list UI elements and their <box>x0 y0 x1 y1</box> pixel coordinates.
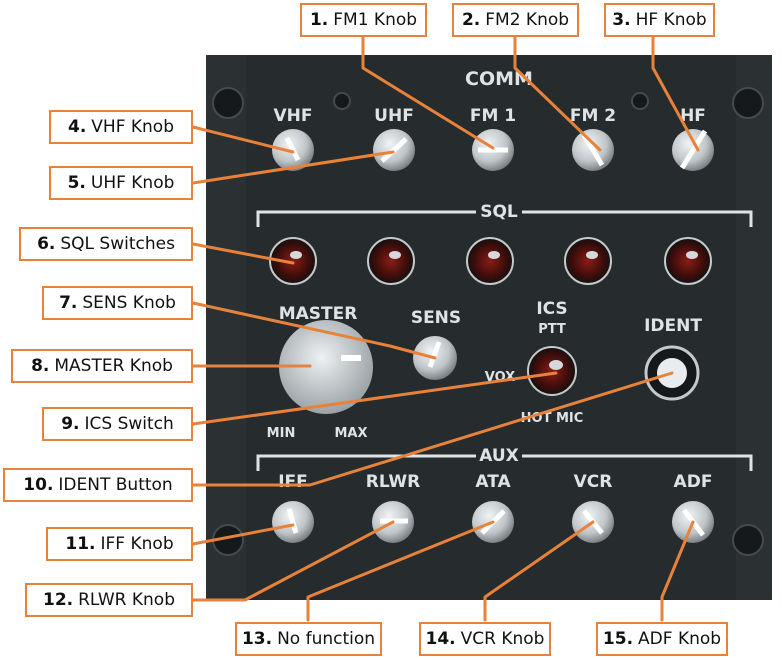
ics-switch[interactable] <box>527 346 577 396</box>
screw-top-right <box>732 87 764 119</box>
fm2-label: FM 2 <box>570 106 616 126</box>
callout-hf-knob: 3.HF Knob <box>604 3 715 37</box>
screw-top-left <box>212 87 244 119</box>
iff-label: IFF <box>278 472 308 492</box>
sql-switch-1[interactable] <box>269 237 317 285</box>
ics-label: ICS <box>536 299 567 319</box>
vhf-label: VHF <box>274 106 313 126</box>
callout-uhf-knob: 5.UHF Knob <box>49 166 193 200</box>
sql-label: SQL <box>480 202 518 222</box>
callout-sql-switches: 6.SQL Switches <box>19 227 193 261</box>
master-knob[interactable] <box>279 320 373 414</box>
sql-switch-3[interactable] <box>466 237 514 285</box>
vhf-knob[interactable] <box>272 129 314 171</box>
callout-sens-knob: 7.SENS Knob <box>42 286 193 320</box>
sql-switch-4[interactable] <box>564 237 612 285</box>
hf-knob[interactable] <box>672 129 714 171</box>
hf-label: HF <box>680 106 706 126</box>
rlwr-label: RLWR <box>366 472 420 492</box>
callout-ident-button: 10.IDENT Button <box>3 468 193 502</box>
fm1-label: FM 1 <box>470 106 516 126</box>
callout-adf-knob: 15.ADF Knob <box>596 622 728 656</box>
callout-rlwr-knob: 12.RLWR Knob <box>25 583 193 617</box>
callout-fm1-knob: 1.FM1 Knob <box>300 3 427 37</box>
uhf-label: UHF <box>374 106 414 126</box>
iff-knob[interactable] <box>272 501 314 543</box>
callout-iff-knob: 11.IFF Knob <box>46 527 193 561</box>
callout-no-function: 13.No function <box>235 622 382 656</box>
master-label: MASTER <box>279 304 358 324</box>
fm2-knob[interactable] <box>572 129 614 171</box>
master-min-label: MIN <box>267 426 296 441</box>
callout-master-knob: 8.MASTER Knob <box>11 349 193 383</box>
vcr-label: VCR <box>574 472 613 492</box>
ics-ptt-label: PTT <box>538 322 566 337</box>
adf-label: ADF <box>674 472 713 492</box>
uhf-knob[interactable] <box>373 129 415 171</box>
callout-vcr-knob: 14.VCR Knob <box>419 622 551 656</box>
sql-switch-2[interactable] <box>367 237 415 285</box>
sql-switch-5[interactable] <box>664 237 712 285</box>
callout-fm2-knob: 2.FM2 Knob <box>452 3 579 37</box>
ata-label: ATA <box>475 472 511 492</box>
aux-label: AUX <box>479 446 519 466</box>
master-max-label: MAX <box>334 426 367 441</box>
fm1-knob[interactable] <box>472 129 514 171</box>
panel-title: COMM <box>465 68 533 90</box>
ident-label: IDENT <box>644 316 702 336</box>
callout-ics-switch: 9.ICS Switch <box>42 407 193 441</box>
callout-vhf-knob: 4.VHF Knob <box>49 110 193 144</box>
screw-bottom-right <box>732 524 764 556</box>
sens-label: SENS <box>411 308 461 328</box>
